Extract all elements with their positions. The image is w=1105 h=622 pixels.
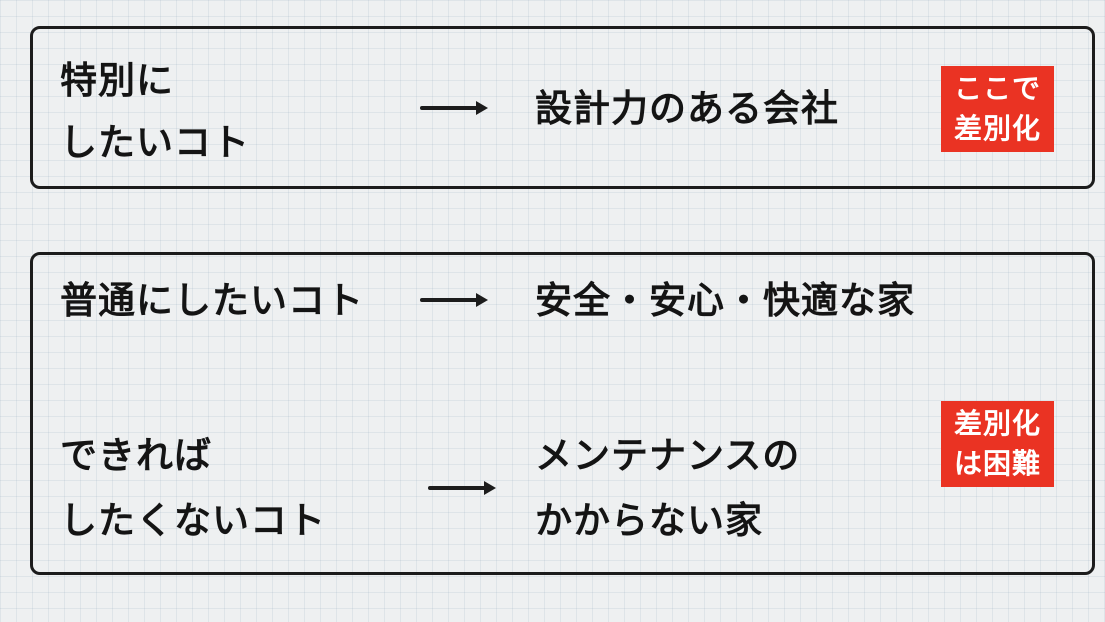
- special-section-panel: [30, 26, 1095, 189]
- badge-line2: 差別化: [953, 112, 1041, 145]
- hard-to-differentiate-badge: 差別化 は困難: [941, 401, 1054, 487]
- special-label-line1: 特別に: [60, 59, 174, 102]
- undesired-result-line1: メンテナンスの: [535, 434, 801, 477]
- badge-line1: ここで: [953, 72, 1041, 105]
- undesired-result-line2: かからない家: [535, 499, 763, 542]
- special-result: 設計力のある会社: [535, 87, 839, 130]
- right-arrow-icon: [428, 481, 496, 495]
- right-arrow-icon: [420, 101, 488, 115]
- badge-line1: 差別化: [953, 407, 1041, 440]
- badge-line2: は困難: [953, 447, 1041, 480]
- ordinary-result: 安全・安心・快適な家: [535, 279, 915, 322]
- ordinary-label: 普通にしたいコト: [60, 279, 364, 322]
- undesired-label-line2: したくないコト: [60, 499, 326, 542]
- special-label-line2: したいコト: [60, 121, 250, 164]
- ordinary-section-panel: [30, 252, 1095, 575]
- right-arrow-icon: [420, 293, 488, 307]
- differentiate-here-badge: ここで 差別化: [941, 66, 1054, 152]
- undesired-label-line1: できれば: [60, 434, 212, 477]
